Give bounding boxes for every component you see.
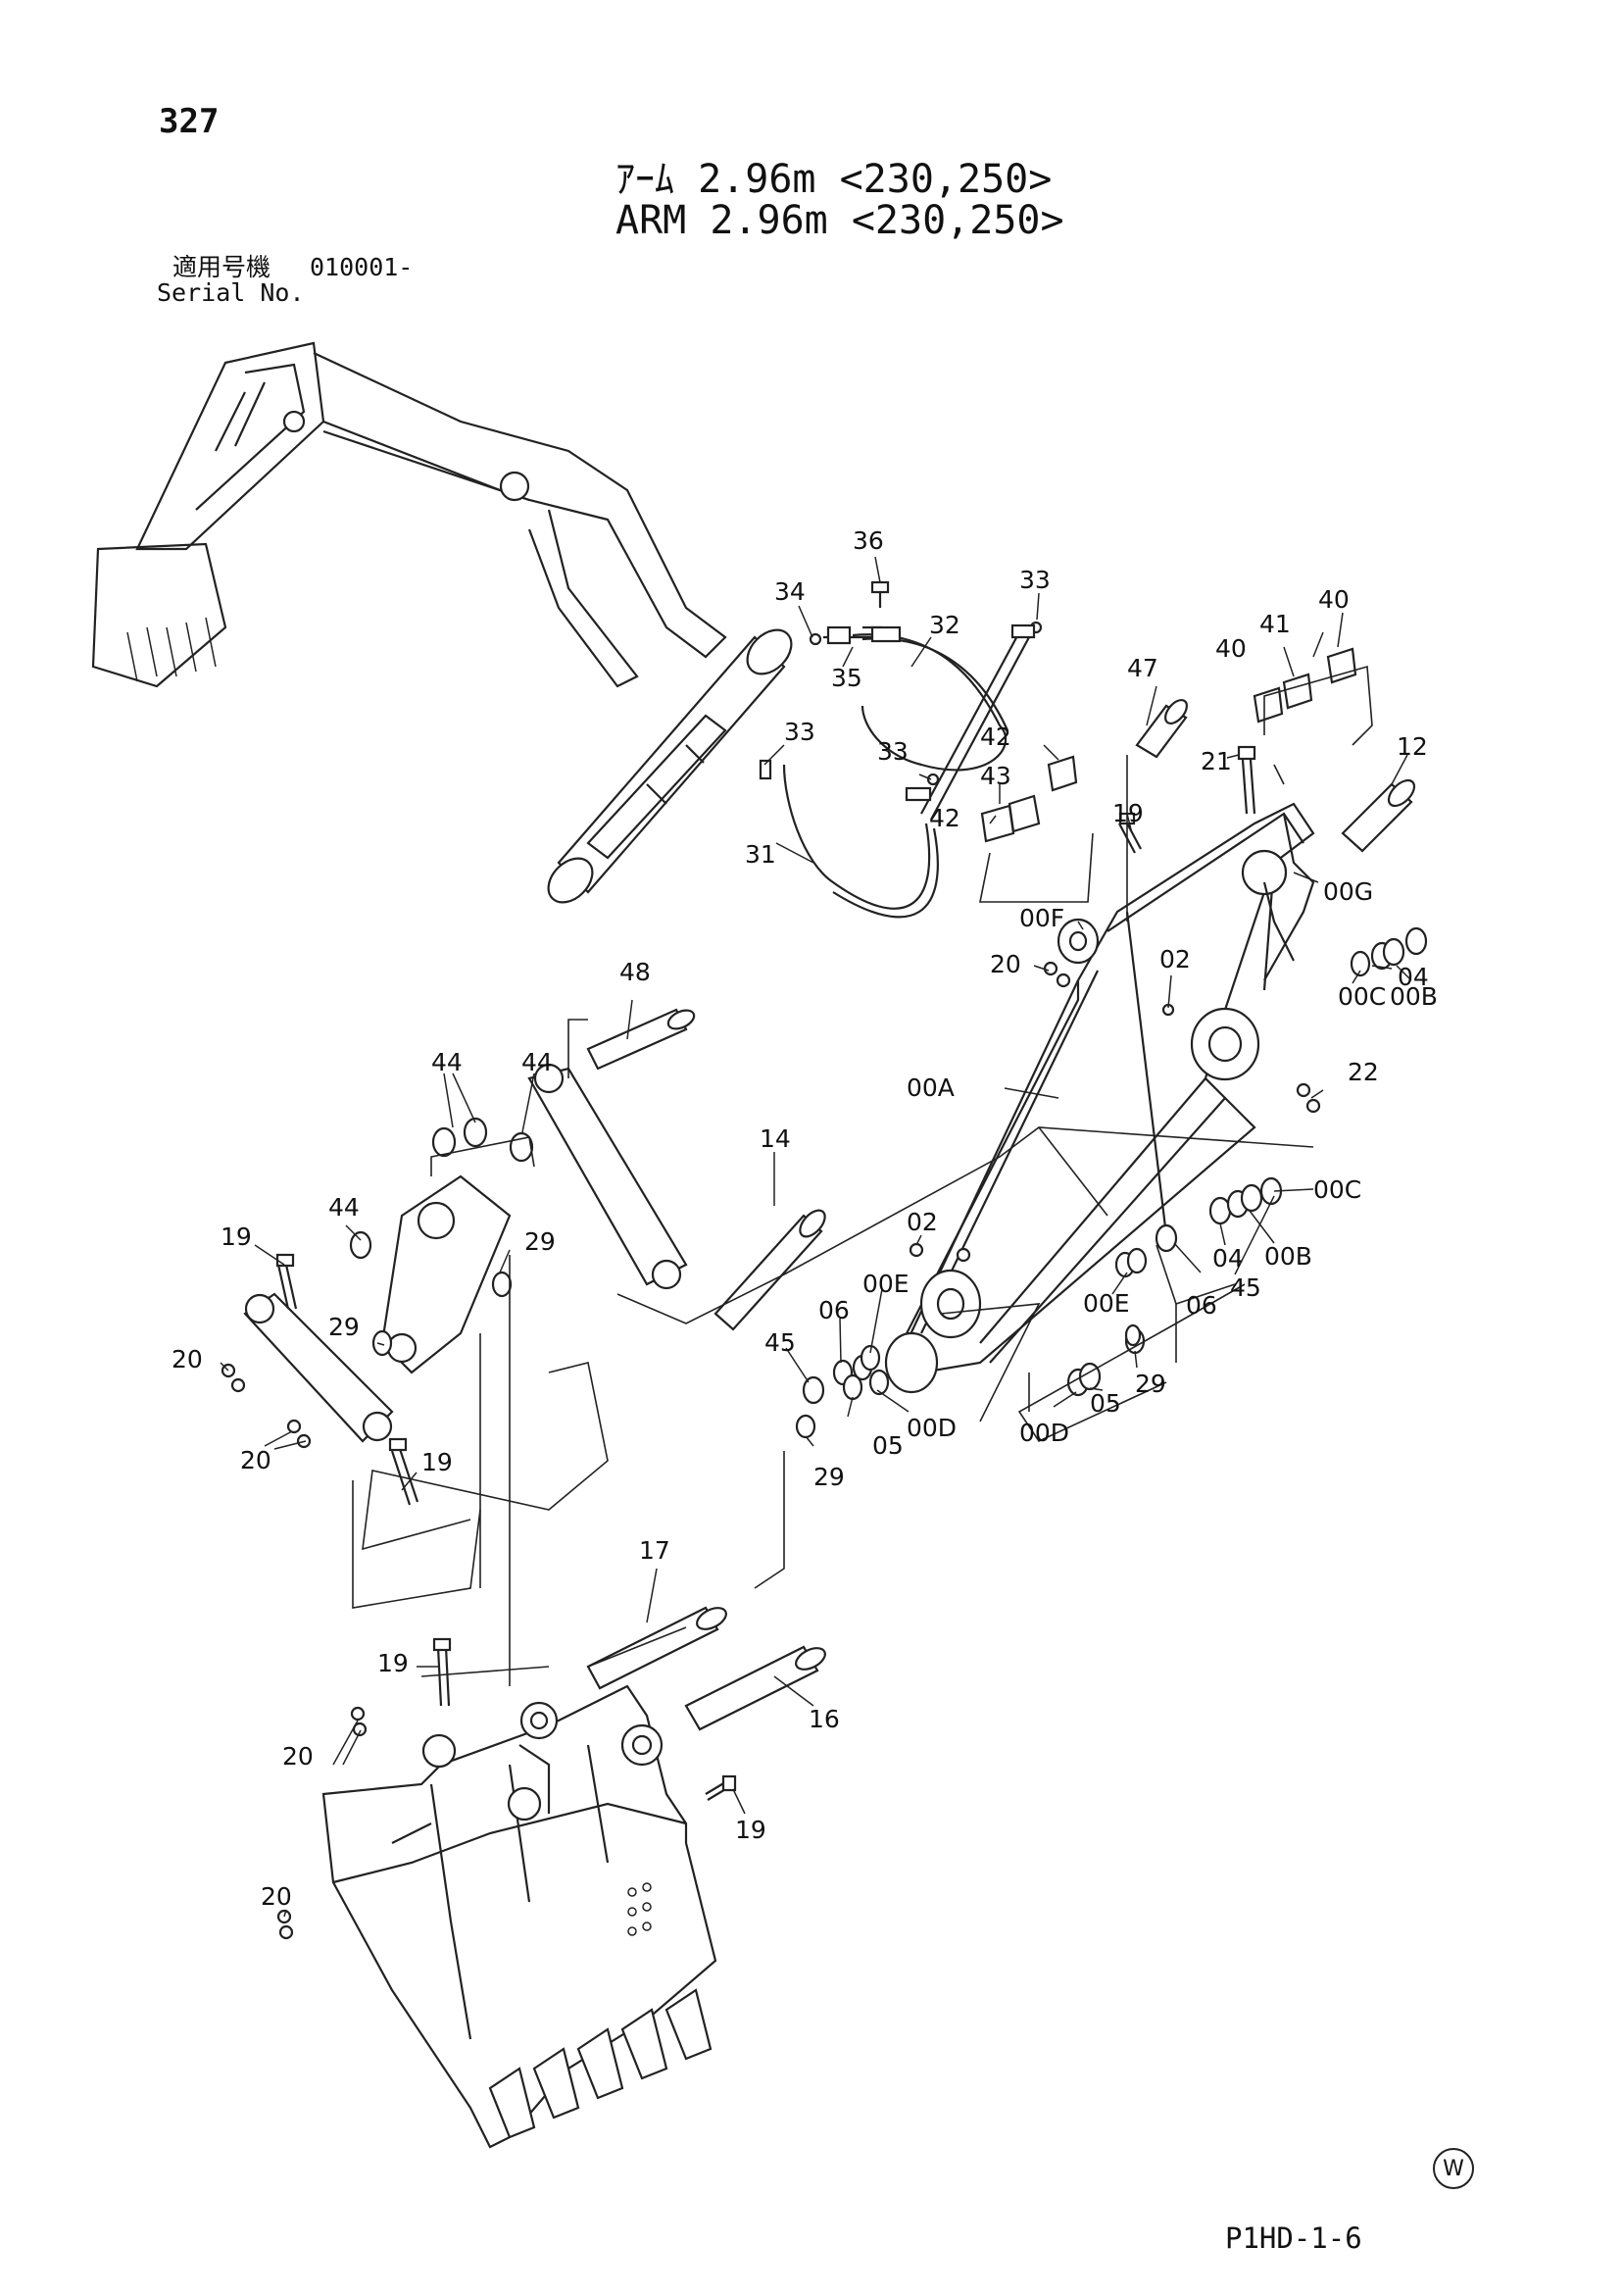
arm-cylinder xyxy=(547,628,793,904)
callout-19: 19 xyxy=(221,1223,252,1251)
callout-19: 19 xyxy=(1112,799,1144,827)
callout-40: 40 xyxy=(1318,585,1350,614)
arm-structure xyxy=(884,802,1315,1394)
drawing-code: P1HD-1-6 xyxy=(1225,2221,1362,2255)
callout-48: 48 xyxy=(619,958,651,986)
serial-label-japanese: 適用号機 xyxy=(172,253,271,281)
callout-20: 20 xyxy=(172,1345,203,1373)
callout-34: 34 xyxy=(774,577,806,606)
bucket xyxy=(321,1684,717,2149)
callout-45: 45 xyxy=(1230,1273,1261,1302)
callout-16: 16 xyxy=(809,1705,840,1733)
callout-00E: 00E xyxy=(1083,1289,1130,1318)
watermark-symbol: W xyxy=(1433,2148,1474,2189)
callout-22: 22 xyxy=(1348,1058,1379,1086)
callout-05: 05 xyxy=(872,1431,904,1460)
callout-06: 06 xyxy=(818,1296,850,1324)
callout-29: 29 xyxy=(524,1227,556,1256)
callout-00D: 00D xyxy=(1019,1419,1069,1447)
callout-33: 33 xyxy=(877,737,909,766)
serial-number: 010001- xyxy=(310,253,414,281)
callout-29: 29 xyxy=(328,1313,360,1341)
pins xyxy=(586,699,1416,1731)
callout-45: 45 xyxy=(764,1328,796,1357)
callout-04: 04 xyxy=(1212,1244,1244,1273)
callout-19: 19 xyxy=(735,1816,766,1844)
callout-00C: 00C xyxy=(1338,982,1386,1011)
callout-00E: 00E xyxy=(862,1270,910,1298)
callout-42: 42 xyxy=(929,804,960,832)
callout-02: 02 xyxy=(907,1208,938,1236)
callout-33: 33 xyxy=(784,718,815,746)
callout-42: 42 xyxy=(980,723,1011,751)
callout-00C: 00C xyxy=(1313,1175,1361,1204)
callout-00D: 00D xyxy=(907,1414,957,1442)
callout-21: 21 xyxy=(1201,747,1232,775)
callout-19: 19 xyxy=(421,1448,453,1476)
link-assemblies xyxy=(243,1063,688,1443)
callout-02: 02 xyxy=(1159,945,1191,973)
callout-00G: 00F xyxy=(1019,904,1064,932)
hose-assemblies xyxy=(759,580,1043,919)
callout-19: 19 xyxy=(377,1649,409,1677)
callout-44: 44 xyxy=(431,1048,463,1076)
callout-40: 40 xyxy=(1215,634,1247,663)
callout-29: 29 xyxy=(813,1463,845,1491)
callout-44: 44 xyxy=(521,1048,553,1076)
callout-20: 20 xyxy=(282,1742,314,1771)
callout-00B: 00B xyxy=(1390,982,1438,1011)
leader-lines xyxy=(220,556,1412,1918)
watermark-letter: W xyxy=(1443,2156,1464,2181)
callout-00B: 00B xyxy=(1264,1242,1312,1271)
callout-00A: 00A xyxy=(907,1073,955,1102)
callout-20: 20 xyxy=(990,950,1021,978)
callout-32: 32 xyxy=(929,611,960,639)
callout-47: 47 xyxy=(1127,654,1158,682)
seals-and-washers xyxy=(349,647,1428,1439)
callout-35: 35 xyxy=(831,664,862,692)
callout-06: 06 xyxy=(1186,1291,1217,1320)
callout-00F: 00G xyxy=(1323,877,1373,906)
callout-14: 14 xyxy=(760,1124,791,1153)
callout-05: 05 xyxy=(1090,1389,1121,1418)
callout-41: 41 xyxy=(1259,610,1291,638)
callout-20: 20 xyxy=(261,1882,292,1911)
callout-31: 31 xyxy=(745,840,776,869)
callout-43: 43 xyxy=(980,762,1011,790)
guide-lines xyxy=(352,665,1373,1686)
callout-04: 04 xyxy=(1398,963,1429,991)
callout-44: 44 xyxy=(328,1193,360,1222)
part-number-labels: 36 34 35 32 33 33 33 31 47 41 40 40 42 4… xyxy=(172,526,1438,1911)
callout-33: 33 xyxy=(1019,566,1051,594)
callout-20: 20 xyxy=(240,1446,271,1474)
callout-17: 17 xyxy=(639,1536,670,1565)
page-number: 327 xyxy=(159,102,220,141)
callout-29: 29 xyxy=(1135,1370,1166,1398)
serial-label-english: Serial No. xyxy=(157,278,305,307)
title-japanese: ｱｰﾑ 2.96m <230,250> xyxy=(615,157,1053,202)
callout-12: 12 xyxy=(1397,732,1428,761)
callout-36: 36 xyxy=(853,526,884,555)
overview-excavator-sketch xyxy=(91,341,727,688)
title-english: ARM 2.96m <230,250> xyxy=(615,198,1064,243)
